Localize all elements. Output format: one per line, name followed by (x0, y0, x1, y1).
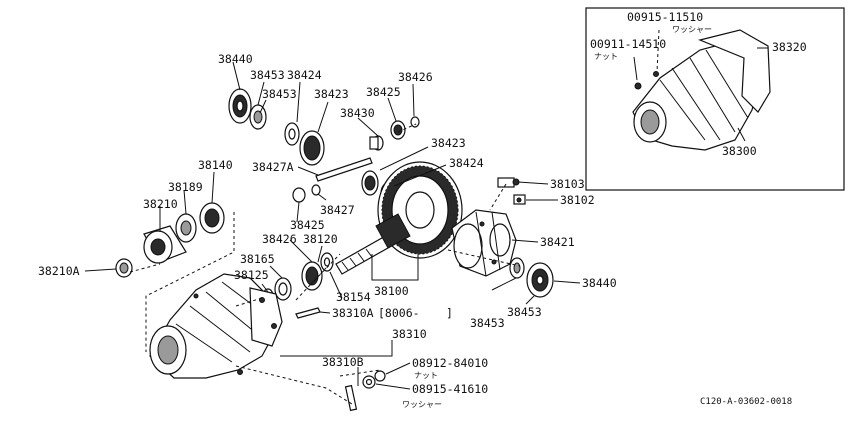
label-38424-top: 38424 (287, 68, 322, 82)
label-38440-right: 38440 (582, 276, 617, 290)
bearing-38440-left (228, 88, 252, 124)
washer-38453-left (249, 104, 267, 130)
diff-case-38421 (451, 209, 517, 277)
washer-38426-top (410, 116, 420, 128)
label-38424-right: 38424 (449, 156, 484, 170)
label-8006-range: [8006- (378, 306, 420, 320)
label-38426-top: 38426 (398, 70, 433, 84)
washer-38424-left (284, 122, 300, 146)
pinion-38425-top (390, 120, 406, 140)
inset-carrier-assembly (632, 29, 771, 151)
washer-08915 (362, 375, 376, 389)
label-38310: 38310 (392, 327, 427, 341)
label-38423-top: 38423 (314, 87, 349, 101)
nut-08912 (374, 370, 386, 382)
stud-38310B (344, 384, 358, 412)
drive-pinion (335, 213, 411, 275)
label-38426-left: 38426 (262, 232, 297, 246)
pinion-38425-left (292, 187, 306, 203)
label-38125: 38125 (234, 268, 269, 282)
carrier-housing-38310 (149, 273, 283, 379)
label-38453-d: 38453 (507, 305, 542, 319)
washer-38453-right (509, 257, 525, 279)
label-08912: 08912-84010 (412, 356, 488, 370)
label-38425-left: 38425 (290, 218, 325, 232)
label-38310A: 38310A (332, 306, 374, 320)
label-00915: 00915-11510 (627, 10, 703, 24)
label-38430: 38430 (340, 106, 375, 120)
inset-box (585, 7, 845, 191)
breather-38103 (497, 177, 520, 188)
side-gear-38423-right (361, 170, 379, 196)
pin-38427 (311, 184, 321, 196)
label-08912-sub: ナット (414, 371, 438, 380)
label-8006-close: ] (446, 306, 453, 320)
label-38421: 38421 (540, 235, 575, 249)
bearing-38120 (301, 261, 323, 291)
side-gear-38423-top (299, 130, 325, 166)
label-38154: 38154 (336, 290, 371, 304)
label-38100: 38100 (374, 284, 409, 298)
label-38453-c: 38453 (470, 316, 505, 330)
label-00911: 00911-14510 (590, 37, 666, 51)
label-38425-top: 38425 (366, 85, 401, 99)
seal-38189 (175, 213, 197, 243)
label-38210A: 38210A (38, 264, 80, 278)
nut-38210A (115, 258, 133, 278)
label-38102: 38102 (560, 193, 595, 207)
label-38427: 38427 (320, 203, 355, 217)
bearing-38440-right (526, 262, 554, 298)
collar-38154 (320, 252, 334, 272)
label-38440-top: 38440 (218, 52, 253, 66)
label-38189: 38189 (168, 180, 203, 194)
label-38423-right: 38423 (431, 136, 466, 150)
diagram-code: C120-A-03602-0018 (700, 397, 792, 407)
bearing-38140 (199, 202, 225, 234)
label-38120: 38120 (303, 232, 338, 246)
spacer-38165 (274, 277, 292, 301)
label-38140: 38140 (198, 158, 233, 172)
label-38453-b: 38453 (262, 87, 297, 101)
label-00911-sub: ナット (594, 52, 618, 61)
spacer-38430 (369, 135, 384, 151)
flange-38210 (143, 225, 187, 264)
shaft-38427A (315, 157, 373, 182)
label-38310B: 38310B (322, 355, 364, 369)
label-08915: 08915-41610 (412, 382, 488, 396)
label-00915-sub: ワッシャー (672, 25, 712, 34)
label-38300: 38300 (722, 144, 757, 158)
bolt-38310A (295, 307, 321, 319)
label-38210: 38210 (143, 197, 178, 211)
plug-38102 (513, 194, 526, 205)
label-08915-sub: ワッシャー (402, 400, 442, 409)
label-38427A: 38427A (252, 160, 294, 174)
label-38320: 38320 (772, 40, 807, 54)
label-38165: 38165 (240, 252, 275, 266)
label-38453-a: 38453 (250, 68, 285, 82)
label-38103: 38103 (550, 177, 585, 191)
